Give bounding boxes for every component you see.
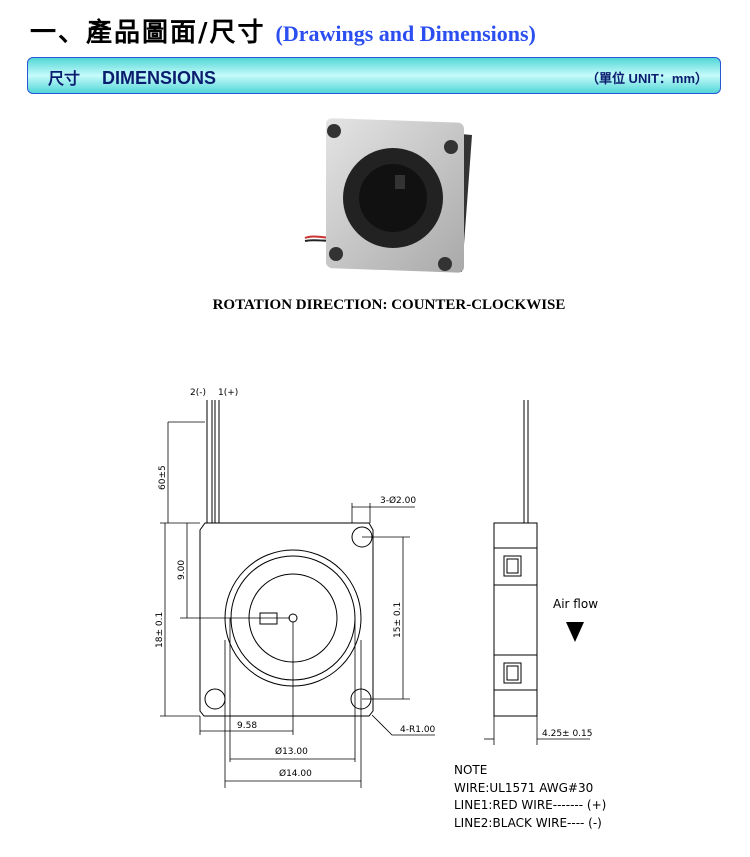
note-line2: LINE2:BLACK WIRE---- (-) [454, 816, 602, 830]
airflow-label: Air flow [553, 597, 598, 611]
title-en: (Drawings and Dimensions) [275, 21, 536, 46]
wire-length-dim: 60±5 [158, 465, 168, 490]
note-title: NOTE [454, 763, 487, 777]
wire-neg-label: 2(-) [190, 388, 206, 398]
wire-pos-label: 1(+) [218, 388, 238, 398]
note-wire: WIRE:UL1571 AWG#30 [454, 781, 593, 795]
title-cjk: 一、產品圖面/尺寸 [30, 18, 266, 48]
side-view [484, 400, 590, 745]
hub-offset-v-dim: 9.00 [177, 560, 187, 580]
airflow-arrow-icon [566, 622, 584, 642]
hub-offset-h-dim: 9.58 [237, 721, 257, 731]
fan-photo [304, 118, 472, 273]
outer-dia-dim: Ø14.00 [279, 768, 312, 779]
hole-dim: 3-Ø2.00 [380, 495, 416, 506]
hole-spacing-dim: 15± 0.1 [393, 602, 403, 638]
thickness-dim: 4.25± 0.15 [542, 729, 592, 739]
banner-label: DIMENSIONS [102, 68, 217, 88]
note-line1: LINE1:RED WIRE------- (+) [454, 798, 606, 812]
rotation-caption: ROTATION DIRECTION: COUNTER-CLOCKWISE [212, 297, 566, 313]
page-title: 一、產品圖面/尺寸 (Drawings and Dimensions) [30, 12, 536, 49]
unit-label: （單位 UNIT：mm） [585, 71, 708, 86]
corner-radius-dim: 4-R1.00 [400, 725, 436, 735]
front-view [160, 400, 435, 788]
height-dim: 18± 0.1 [155, 612, 165, 648]
banner-label-cjk: 尺寸 [48, 69, 81, 88]
section-banner: 尺寸 DIMENSIONS （單位 UNIT：mm） [27, 57, 721, 94]
inner-dia-dim: Ø13.00 [275, 746, 308, 757]
